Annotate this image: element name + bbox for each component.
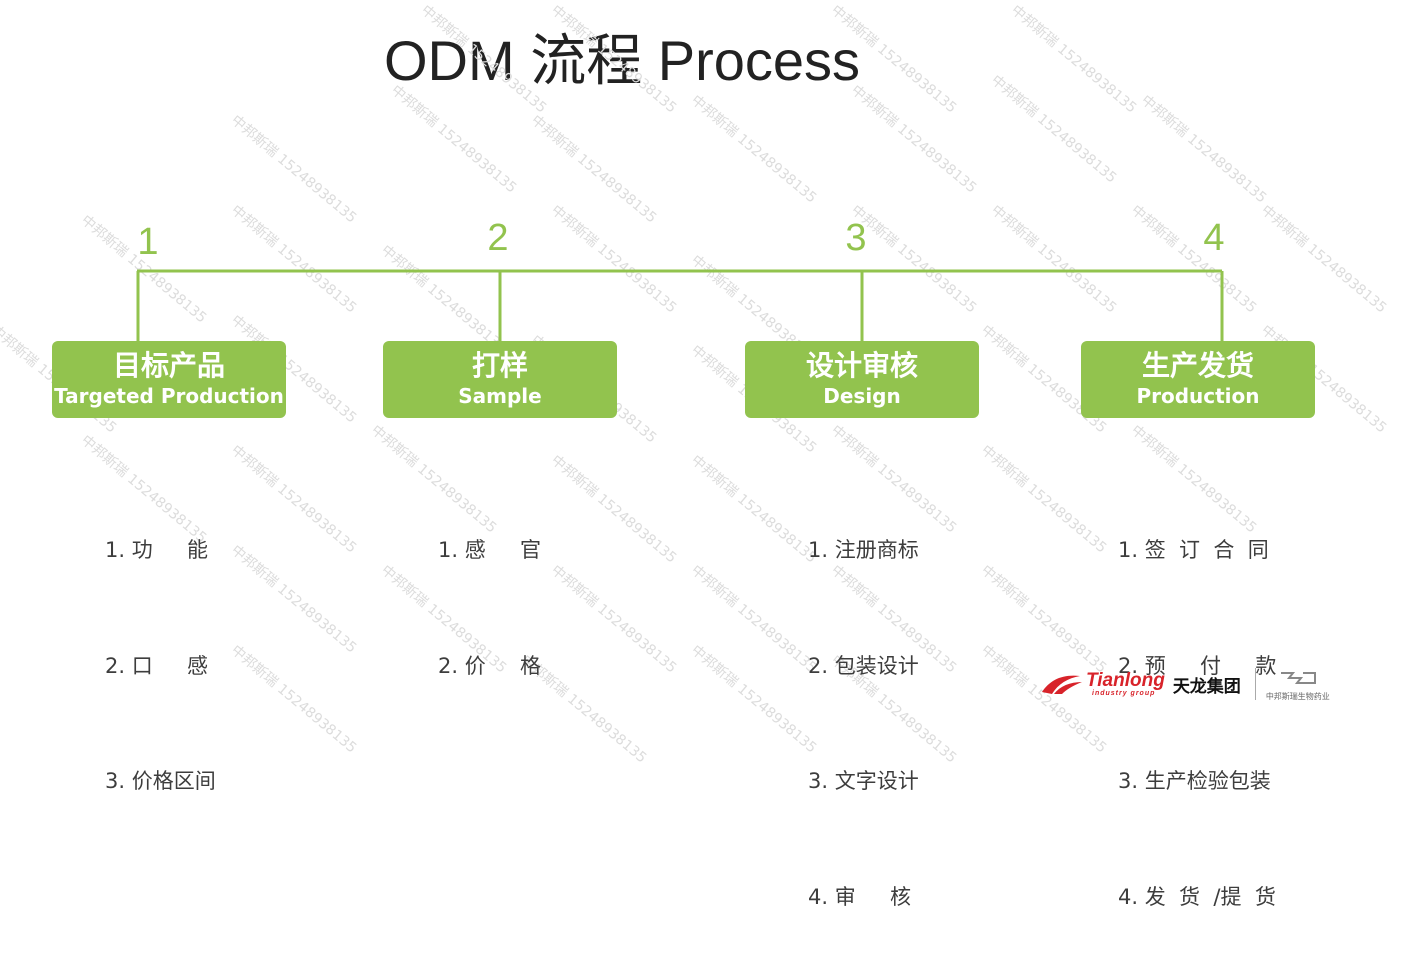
list-item: 1. 感 官 xyxy=(438,538,542,562)
list-item: 4. 审 核 xyxy=(808,884,912,909)
list-item: 1. 注册商标 xyxy=(808,538,919,562)
step-title-en: Targeted Production xyxy=(54,384,284,408)
step-list-production: 1. 签 订 合 同 2. 预 付 款 3. 生产检验包装 4. 发 货 /提 … xyxy=(1118,454,1276,955)
list-item: 4. 发 货 /提 货 xyxy=(1118,884,1276,909)
step-list-design: 1. 注册商标 2. 包装设计 3. 文字设计 4. 审 核 xyxy=(808,454,919,955)
step-title-cn: 设计审核 xyxy=(805,349,918,382)
list-item: 3. 文字设计 xyxy=(808,769,919,793)
step-box-design: 设计审核 Design xyxy=(745,341,979,418)
list-item: 2. 预 付 款 xyxy=(1118,653,1277,678)
list-item: 3. 生产检验包装 xyxy=(1118,769,1271,793)
step-title-cn: 目标产品 xyxy=(112,349,225,382)
list-item: 1. 签 订 合 同 xyxy=(1118,538,1269,562)
step-number-1: 1 xyxy=(137,221,159,263)
step-number-3: 3 xyxy=(845,217,867,259)
footer-logos: Tianlong industry group 天龙集团 中邦斯瑞生物药业 xyxy=(1040,664,1330,704)
list-item: 2. 包装设计 xyxy=(808,653,919,678)
list-item: 2. 价 格 xyxy=(438,653,542,678)
tianlong-logo-icon xyxy=(1042,675,1082,694)
step-title-cn: 打样 xyxy=(471,349,528,382)
step-box-targeted-production: 目标产品 Targeted Production xyxy=(52,341,286,418)
partner-logo: 中邦斯瑞生物药业 xyxy=(1266,667,1330,702)
step-connector-lines xyxy=(136,269,1224,341)
step-number-2: 2 xyxy=(487,217,509,259)
step-number-4: 4 xyxy=(1203,217,1225,259)
step-title-en: Production xyxy=(1136,384,1260,408)
step-list-sample: 1. 感 官 2. 价 格 xyxy=(438,454,541,724)
step-title-en: Design xyxy=(823,384,901,408)
step-box-production: 生产发货 Production xyxy=(1081,341,1315,418)
partner-name: 中邦斯瑞生物药业 xyxy=(1265,691,1330,701)
page-title: ODM 流程 Process xyxy=(384,29,861,92)
step-box-sample: 打样 Sample xyxy=(383,341,617,418)
list-item: 3. 价格区间 xyxy=(105,769,216,793)
list-item: 1. 功 能 xyxy=(105,538,209,562)
list-item: 2. 口 感 xyxy=(105,653,209,678)
step-list-targeted-production: 1. 功 能 2. 口 感 3. 价格区间 xyxy=(105,454,216,839)
partner-logo-icon xyxy=(1280,671,1316,684)
step-title-cn: 生产发货 xyxy=(1141,349,1254,382)
logo-divider xyxy=(1254,668,1256,700)
step-title-en: Sample xyxy=(458,384,542,408)
brand-name-en: Tianlong industry group xyxy=(1086,669,1165,697)
brand-name-cn: 天龙集团 xyxy=(1172,676,1241,697)
brand-subtitle: industry group xyxy=(1092,689,1156,697)
